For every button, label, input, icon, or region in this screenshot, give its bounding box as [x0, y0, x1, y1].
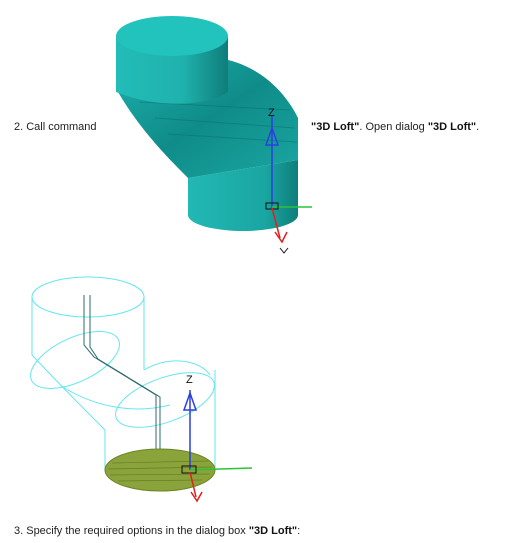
- loft-path: [83, 295, 161, 457]
- step-2-text: 2. Call command: [14, 121, 97, 133]
- wireframe-lines: [30, 276, 216, 470]
- step-2-suffix: .: [476, 121, 480, 133]
- step-2-prefix: 2. Call command: [14, 121, 97, 133]
- x-axis-arrow-icon: [274, 231, 288, 244]
- axis-label-wire: Z: [186, 374, 193, 386]
- z-axis-arrow-icon: [264, 125, 280, 146]
- solid-loft-figure: Z: [116, 16, 312, 254]
- ucs-square-icon: [181, 465, 197, 474]
- wireframe-loft-figure: Z: [30, 276, 253, 503]
- x-axis-arrow-icon: [190, 491, 203, 503]
- section-hatch: [107, 460, 213, 482]
- x-axis-line: [271, 207, 281, 239]
- command-name: "3D Loft": [311, 121, 360, 133]
- x-axis-line: [189, 471, 197, 498]
- step-3-prefix: 3. Specify the required options in the d…: [14, 525, 249, 537]
- step-3-text: 3. Specify the required options in the d…: [14, 525, 300, 537]
- chevron-down-icon: [279, 247, 289, 254]
- step-2-command-text: "3D Loft". Open dialog "3D Loft".: [311, 121, 479, 133]
- dialog-name: "3D Loft": [248, 525, 298, 537]
- bottom-cylinder: [188, 160, 298, 231]
- y-axis-line: [189, 467, 253, 471]
- z-axis-arrow-icon: [182, 390, 198, 411]
- top-cylinder-cap: [116, 16, 228, 56]
- dialog-name: "3D Loft": [427, 121, 477, 133]
- step-2-middle: . Open dialog: [359, 121, 428, 133]
- axis-label-top: Z: [268, 107, 275, 119]
- step-3-suffix: :: [297, 525, 301, 537]
